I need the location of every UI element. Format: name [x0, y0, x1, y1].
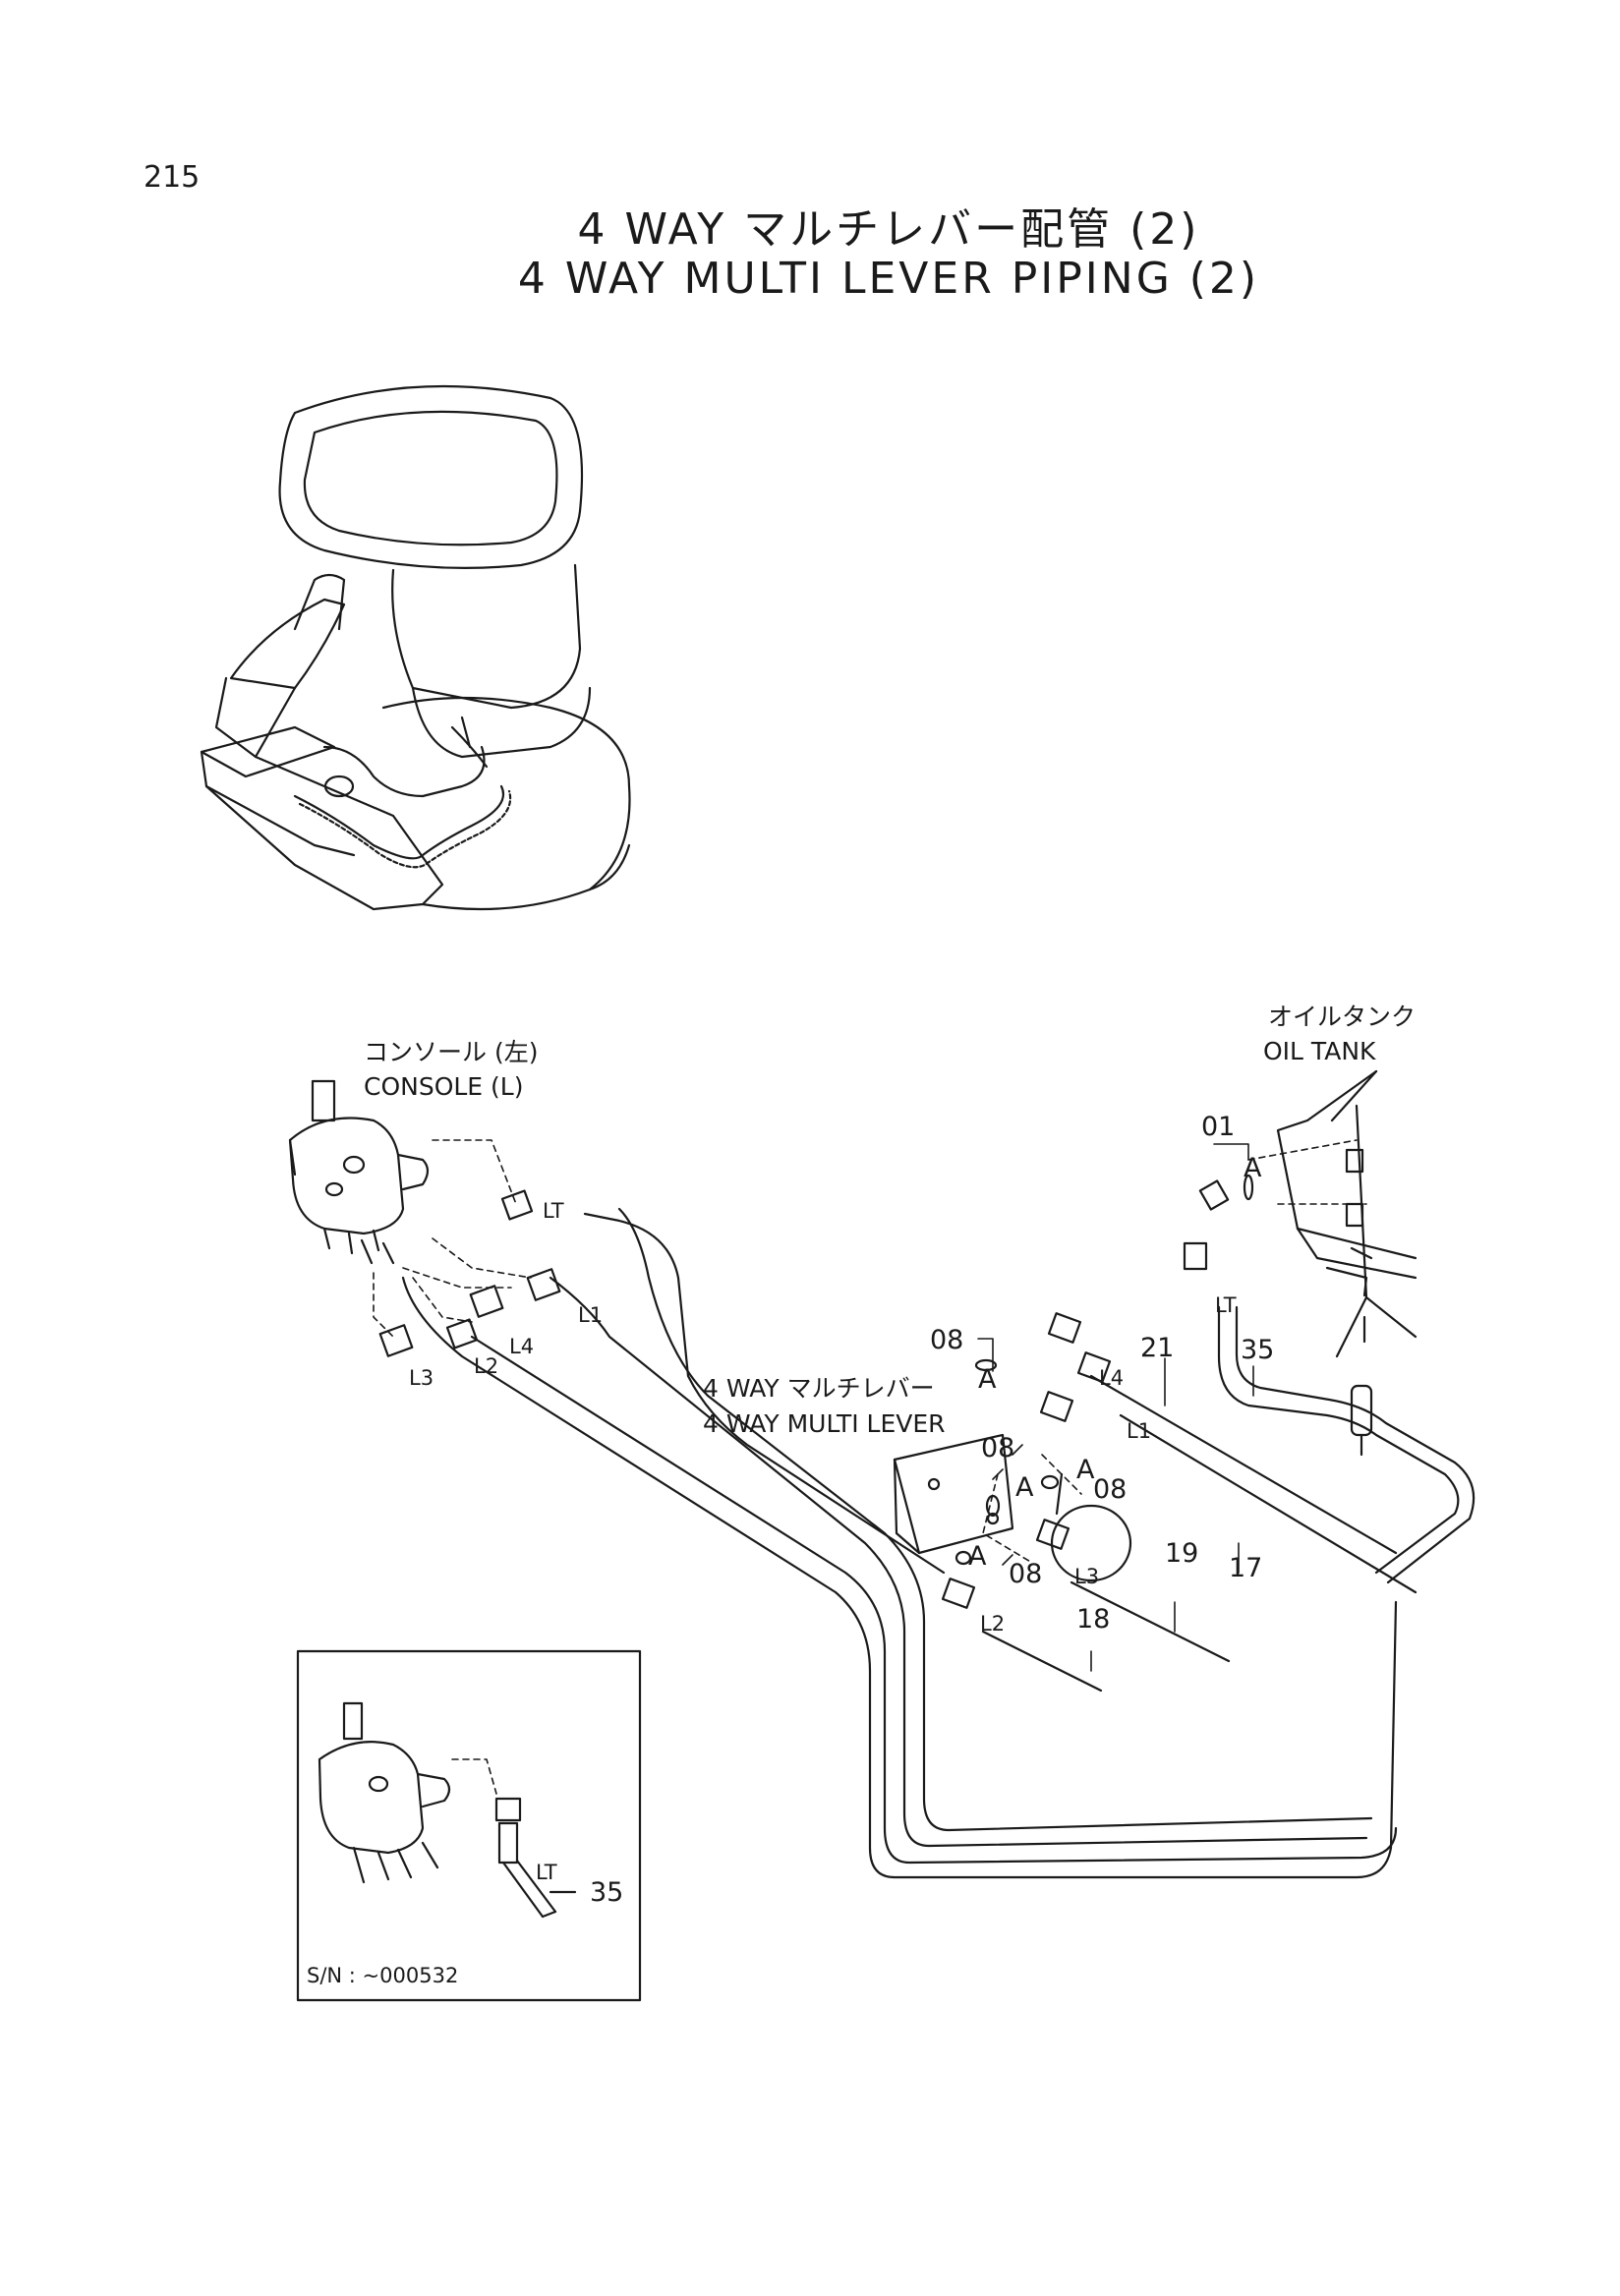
- port-marker-a: A: [968, 1541, 987, 1572]
- port-marker-l3: L3: [409, 1366, 434, 1390]
- port-marker-l4: L4: [1099, 1366, 1125, 1390]
- pipe-clamp: [1350, 1384, 1373, 1457]
- callout-08: 08: [1009, 1559, 1043, 1589]
- port-marker-l1: L1: [578, 1303, 604, 1327]
- machine-overview-illustration: [200, 384, 631, 911]
- oil-tank-label-english: OIL TANK: [1263, 1037, 1376, 1065]
- callout-leaders: [977, 1143, 1254, 1672]
- page-title-english: 4 WAY MULTI LEVER PIPING (2): [517, 254, 1260, 304]
- pipe-fittings: [378, 1174, 1254, 1609]
- console-valve-block: [288, 1079, 430, 1265]
- port-marker-lt: LT: [543, 1199, 564, 1223]
- callout-19: 19: [1165, 1538, 1199, 1569]
- port-marker-a: A: [1244, 1153, 1262, 1183]
- port-marker-a: A: [978, 1364, 997, 1395]
- multi-lever-label-japanese: 4 WAY マルチレバー: [703, 1374, 935, 1403]
- callout-08: 08: [930, 1325, 964, 1355]
- callout-18: 18: [1076, 1604, 1111, 1635]
- port-marker-l4: L4: [509, 1335, 535, 1358]
- callout-08: 08: [1093, 1474, 1128, 1505]
- pipe-runs: [401, 1207, 1475, 1879]
- console-label-english: CONSOLE (L): [364, 1072, 524, 1101]
- oil-tank-outline: [1276, 1069, 1418, 1358]
- inset-serial-number: S/N : ~000532: [307, 1964, 459, 1987]
- port-marker-l2: L2: [474, 1354, 499, 1378]
- callout-35: 35: [1241, 1335, 1275, 1365]
- callout-35-inset: 35: [590, 1877, 624, 1908]
- multi-lever-plate: [893, 1433, 1132, 1582]
- callout-21: 21: [1140, 1333, 1175, 1363]
- port-marker-a: A: [1015, 1472, 1034, 1503]
- callout-08: 08: [981, 1433, 1015, 1464]
- callout-01: 01: [1201, 1112, 1236, 1142]
- multi-lever-label-english: 4 WAY MULTI LEVER: [703, 1409, 946, 1438]
- port-marker-l3: L3: [1074, 1565, 1100, 1588]
- port-marker-a: A: [1076, 1455, 1095, 1485]
- console-label-japanese: コンソール (左): [364, 1038, 539, 1066]
- port-marker-l1: L1: [1127, 1419, 1152, 1443]
- inset-box: [296, 1649, 642, 2002]
- page-number: 215: [144, 160, 201, 195]
- port-marker-lt: LT: [536, 1861, 557, 1884]
- page-title-japanese: 4 WAY マルチレバー配管 (2): [577, 204, 1200, 255]
- callout-17: 17: [1229, 1553, 1263, 1583]
- port-marker-l2: L2: [980, 1612, 1006, 1636]
- port-marker-lt: LT: [1215, 1293, 1237, 1317]
- oil-tank-label-japanese: オイルタンク: [1268, 1003, 1417, 1031]
